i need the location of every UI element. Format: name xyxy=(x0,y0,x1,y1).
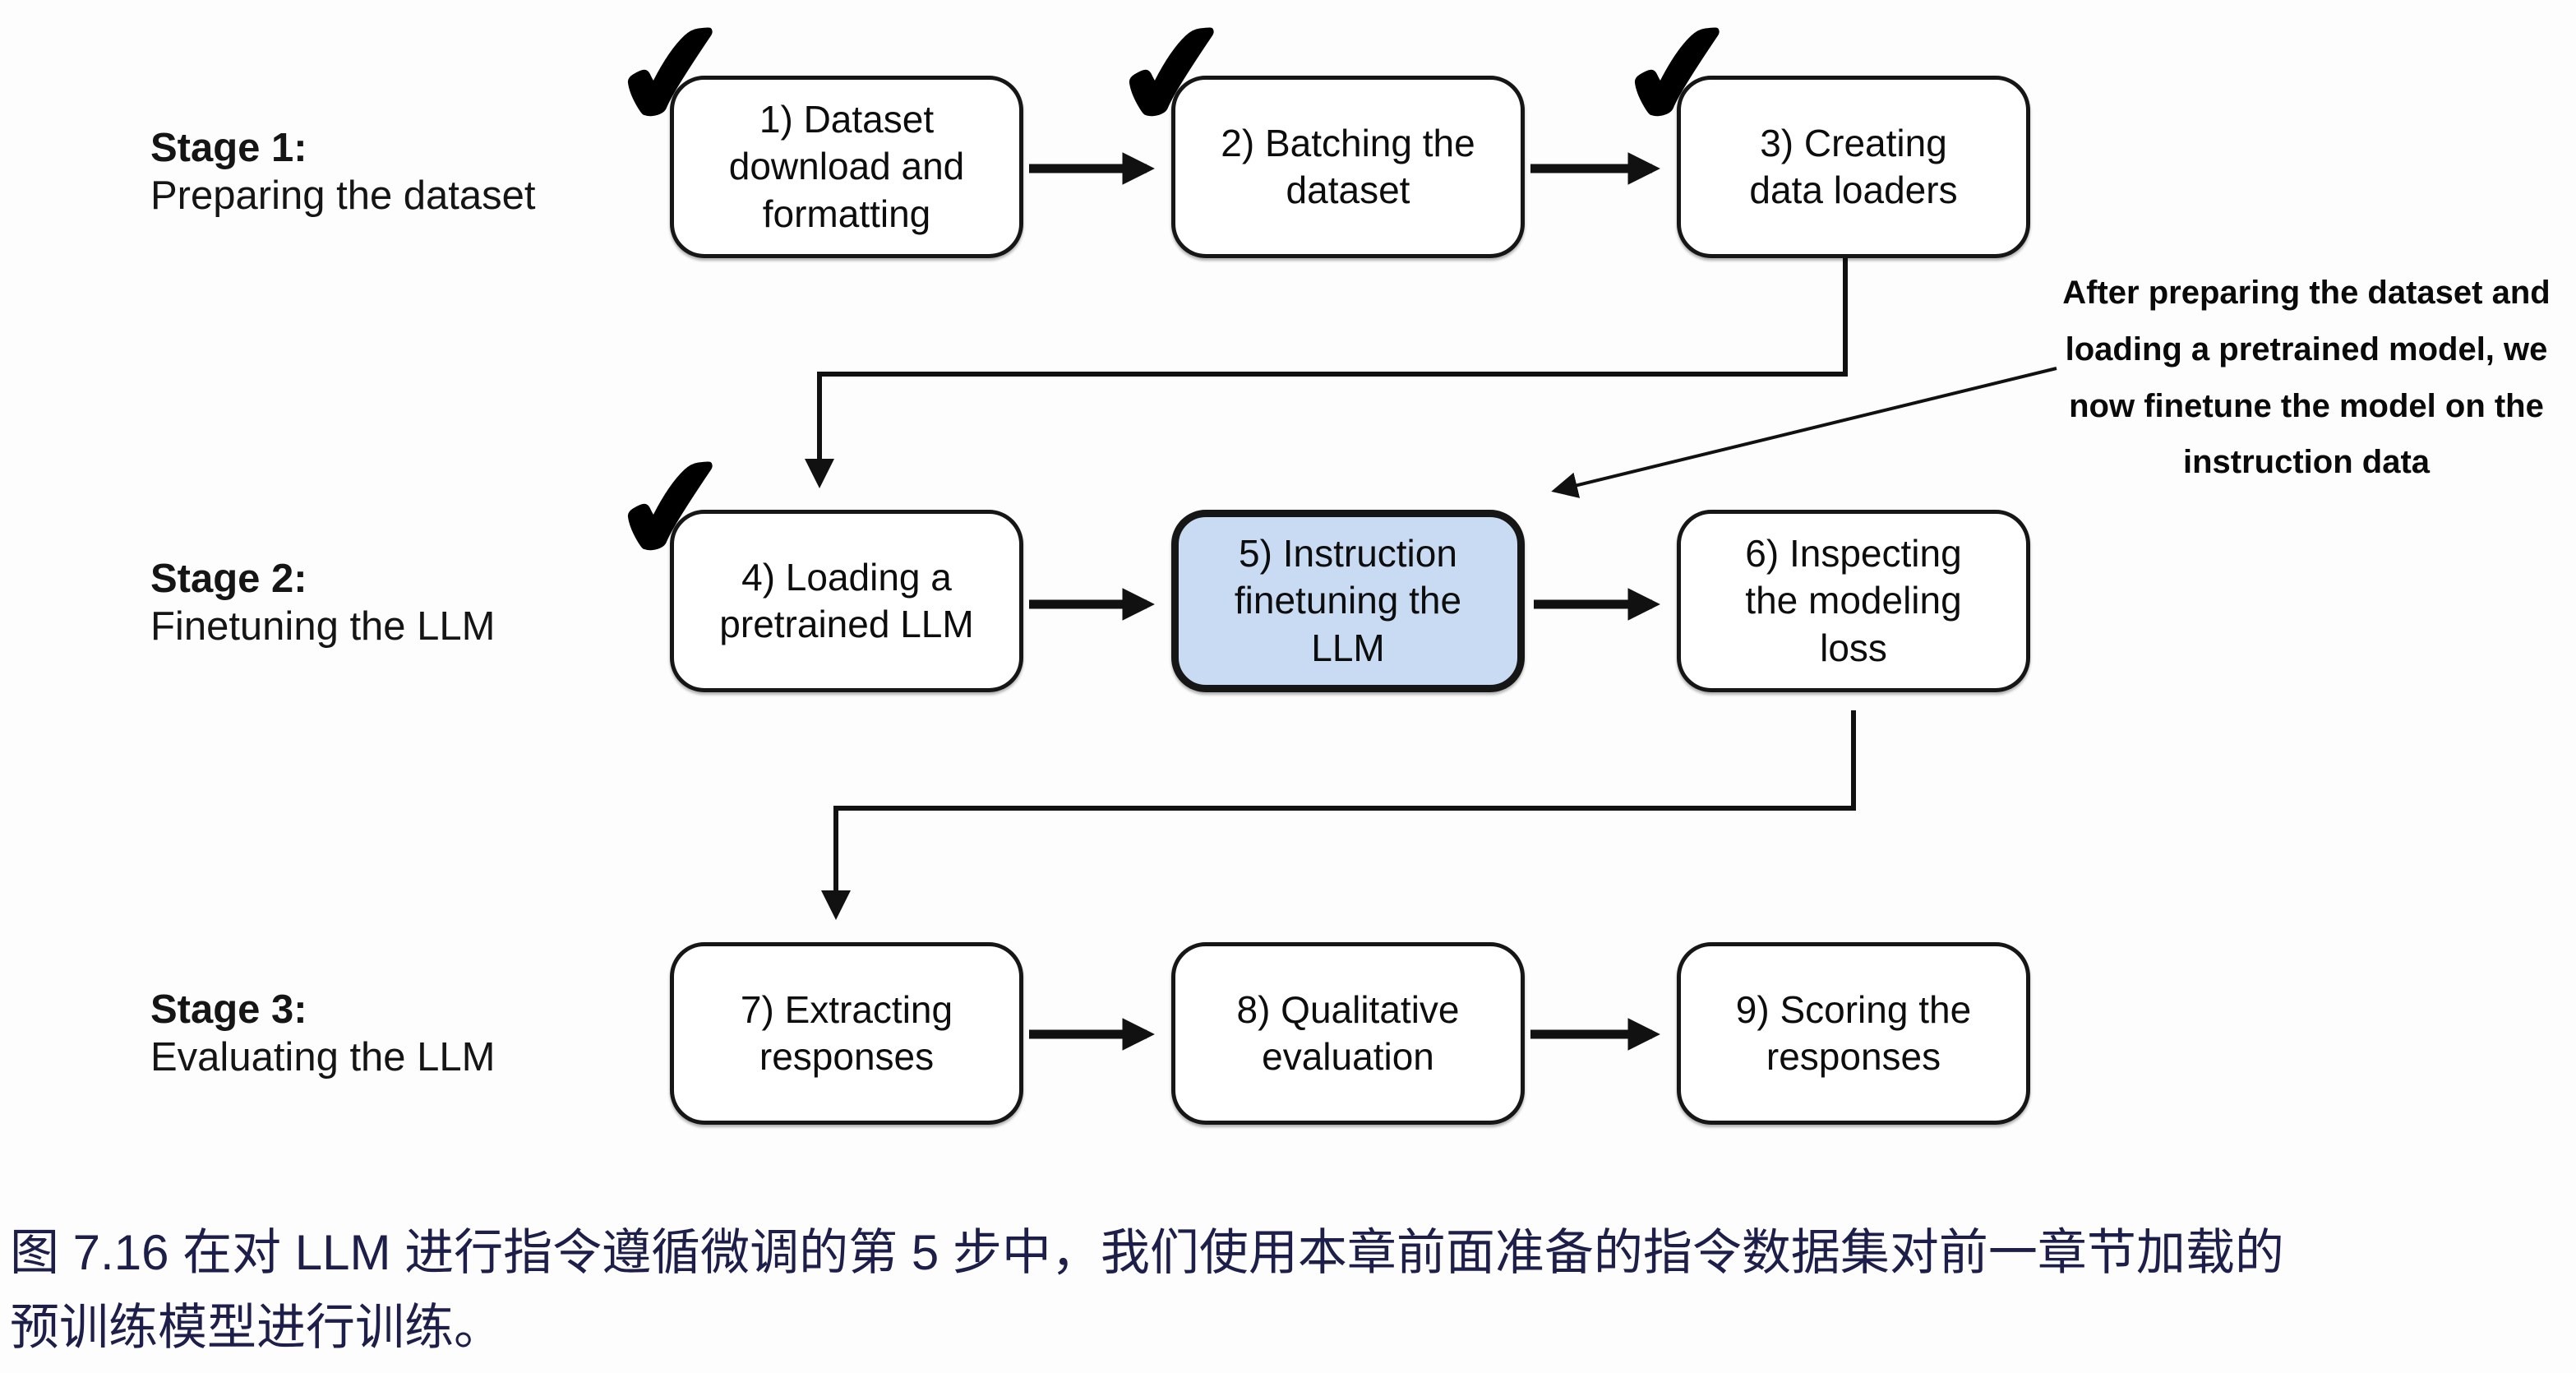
elbow-box3-box4 xyxy=(805,253,1848,488)
stage-3-title: Stage 3: xyxy=(150,987,307,1032)
stage-3-label: Stage 3: Evaluating the LLM xyxy=(150,987,693,1082)
stage-2-subtitle: Finetuning the LLM xyxy=(150,603,496,649)
flow-box-4-loading-pretrained-llm: ✔ 4) Loading a pretrained LLM xyxy=(604,423,1023,692)
flow-box-8-qualitative-evaluation: 8) Qualitative evaluation xyxy=(1171,942,1525,1125)
flow-box-9-label: 9) Scoring the responses xyxy=(1735,987,1972,1078)
flow-box-3-creating-data-loaders: ✔ 3) Creating data loaders xyxy=(1611,0,2030,258)
annotation-arrow xyxy=(1551,367,2057,498)
flow-box-7-extracting-responses: 7) Extracting responses xyxy=(670,942,1023,1125)
checkmark-icon: ✔ xyxy=(603,423,741,595)
flow-box-2-label: 2) Batching the dataset xyxy=(1221,121,1475,211)
flow-box-5-label: 5) Instruction finetuning the LLM xyxy=(1234,532,1462,669)
flow-box-8-label: 8) Qualitative evaluation xyxy=(1236,987,1460,1078)
stage-1-title: Stage 1: xyxy=(150,126,307,170)
flow-box-5-instruction-finetuning: 5) Instruction finetuning the LLM xyxy=(1171,510,1525,692)
stage-2-title: Stage 2: xyxy=(150,557,307,601)
flow-box-1-label: 1) Dataset download and formatting xyxy=(728,98,965,235)
flow-box-1-dataset-download: ✔ 1) Dataset download and formatting xyxy=(604,0,1023,258)
stage-1-subtitle: Preparing the dataset xyxy=(150,173,536,218)
elbow-box6-box7 xyxy=(821,710,1856,920)
flow-box-4-label: 4) Loading a pretrained LLM xyxy=(719,555,974,645)
flow-box-2-batching-dataset: ✔ 2) Batching the dataset xyxy=(1106,0,1525,258)
figure-caption: 图 7.16 在对 LLM 进行指令遵循微调的第 5 步中，我们使用本章前面准备… xyxy=(10,1225,2284,1356)
flow-box-9-scoring-responses: 9) Scoring the responses xyxy=(1677,942,2030,1125)
stage-2-label: Stage 2: Finetuning the LLM xyxy=(150,556,693,651)
flow-box-7-label: 7) Extracting responses xyxy=(740,987,953,1078)
flow-box-6-label: 6) Inspecting the modeling loss xyxy=(1745,532,1962,669)
flow-box-6-inspecting-loss: 6) Inspecting the modeling loss xyxy=(1677,510,2030,692)
annotation-note: After preparing the dataset and loading … xyxy=(2062,275,2551,481)
checkmark-icon: ✔ xyxy=(1610,0,1748,161)
checkmark-icon: ✔ xyxy=(1105,0,1243,161)
stage-1-label: Stage 1: Preparing the dataset xyxy=(150,125,693,220)
flow-box-3-label: 3) Creating data loaders xyxy=(1749,121,1958,211)
checkmark-icon: ✔ xyxy=(603,0,741,161)
stage-3-subtitle: Evaluating the LLM xyxy=(150,1034,496,1079)
